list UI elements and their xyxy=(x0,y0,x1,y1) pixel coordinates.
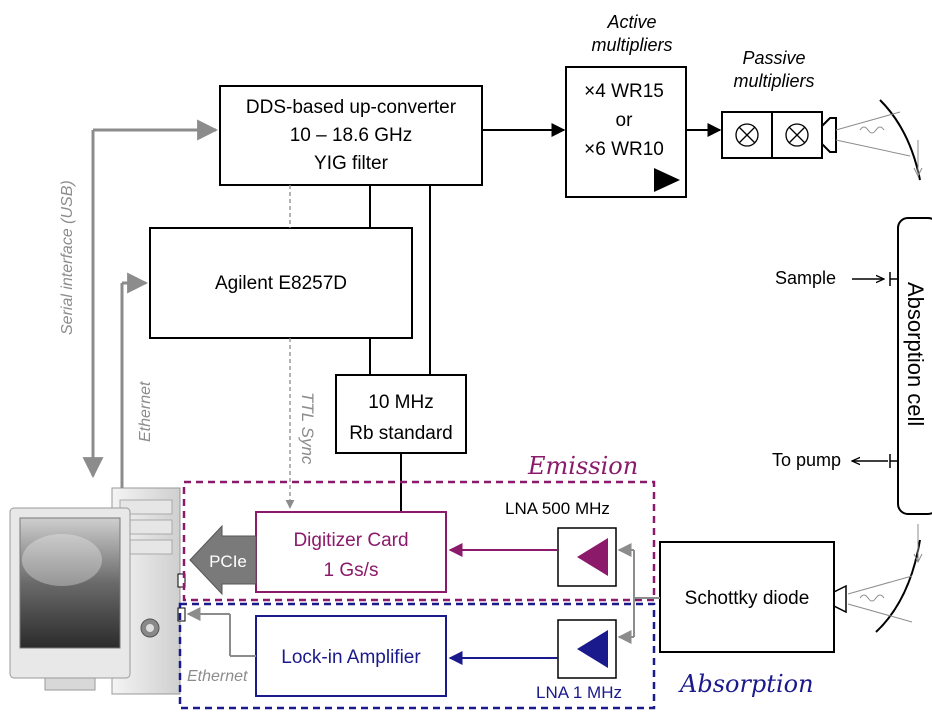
absorption-cell-box xyxy=(897,217,932,515)
absorption-region xyxy=(178,602,656,710)
dds-line-3: YIG filter xyxy=(314,153,389,174)
optics-top xyxy=(835,99,923,181)
optics-bottom xyxy=(833,524,923,633)
active-multiplier-box xyxy=(565,66,687,198)
sample-port-icon xyxy=(889,272,898,286)
agilent-box xyxy=(149,227,413,339)
active-multipliers-label-1: Active xyxy=(606,12,656,32)
lna-500-label: LNA 500 MHz xyxy=(505,499,610,518)
rb-line-2: Rb standard xyxy=(349,423,453,444)
dds-line-1: DDS-based up-converter xyxy=(246,97,457,118)
mult-line-1: ×4 WR15 xyxy=(584,81,664,102)
dds-upconverter-box xyxy=(219,85,483,186)
mult-line-2: or xyxy=(616,110,634,131)
emission-label: Emission xyxy=(527,452,638,480)
pcie-label: PCIe xyxy=(209,552,247,571)
passive-multipliers-label-2: multipliers xyxy=(733,71,814,91)
absorption-label: Absorption xyxy=(678,670,814,698)
schottky-label: Schottky diode xyxy=(685,588,810,609)
ttl-sync-label: TTL Sync xyxy=(298,392,317,465)
computer-icon xyxy=(9,487,186,695)
lna-500-triangle-icon xyxy=(577,538,608,576)
lockin-label: Lock-in Amplifier xyxy=(281,647,421,668)
pump-port-icon xyxy=(889,454,898,468)
pcie-arrow xyxy=(189,524,257,596)
digitizer-line-2: 1 Gs/s xyxy=(324,560,379,581)
amplifier-triangle-icon xyxy=(654,168,680,192)
to-pump-label: To pump xyxy=(772,450,841,470)
digitizer-line-1: Digitizer Card xyxy=(293,530,408,551)
lna-1-label: LNA 1 MHz xyxy=(536,683,622,702)
agilent-label: Agilent E8257D xyxy=(215,273,347,294)
sample-label: Sample xyxy=(775,268,836,288)
serial-label: Serial interface (USB) xyxy=(59,180,76,335)
dds-line-2: 10 – 18.6 GHz xyxy=(290,125,413,146)
digitizer-card-box xyxy=(255,511,447,593)
passive-multipliers-label-1: Passive xyxy=(742,48,805,68)
passive-multipliers-box xyxy=(721,111,837,159)
emission-region xyxy=(182,480,656,602)
rb-line-1: 10 MHz xyxy=(368,392,433,413)
ethernet-top-label: Ethernet xyxy=(137,381,154,442)
rb-standard-box xyxy=(335,374,467,454)
active-multipliers-label-2: multipliers xyxy=(591,35,672,55)
lna-1-triangle-icon xyxy=(577,630,608,668)
absorption-cell-label: Absorption cell xyxy=(903,282,928,426)
mult-line-3: ×6 WR10 xyxy=(584,139,664,160)
ethernet-bottom-label: Ethernet xyxy=(187,668,248,685)
